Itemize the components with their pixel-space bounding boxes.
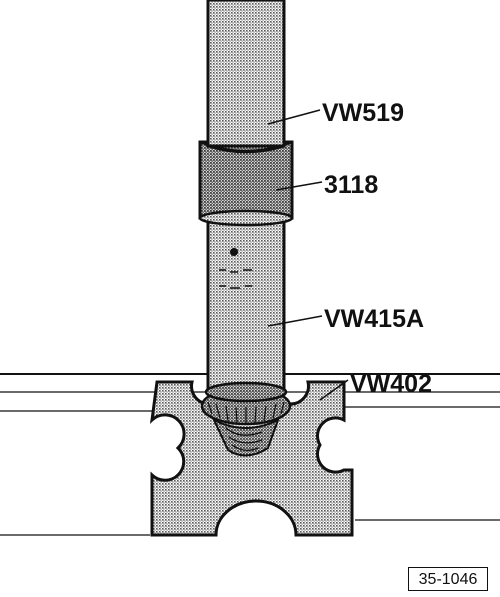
figure-number: 35-1046 bbox=[408, 567, 488, 591]
3118-sleeve bbox=[198, 140, 294, 227]
label-3118: 3118 bbox=[324, 171, 378, 199]
label-vw519: VW519 bbox=[322, 99, 404, 127]
vw415a-tube bbox=[204, 212, 288, 403]
vw519-shaft bbox=[206, 0, 286, 154]
label-vw415a: VW415A bbox=[324, 305, 424, 333]
vw402-base-plate bbox=[149, 380, 354, 537]
label-vw402: VW402 bbox=[350, 370, 432, 398]
callout-leaders bbox=[267, 109, 349, 401]
